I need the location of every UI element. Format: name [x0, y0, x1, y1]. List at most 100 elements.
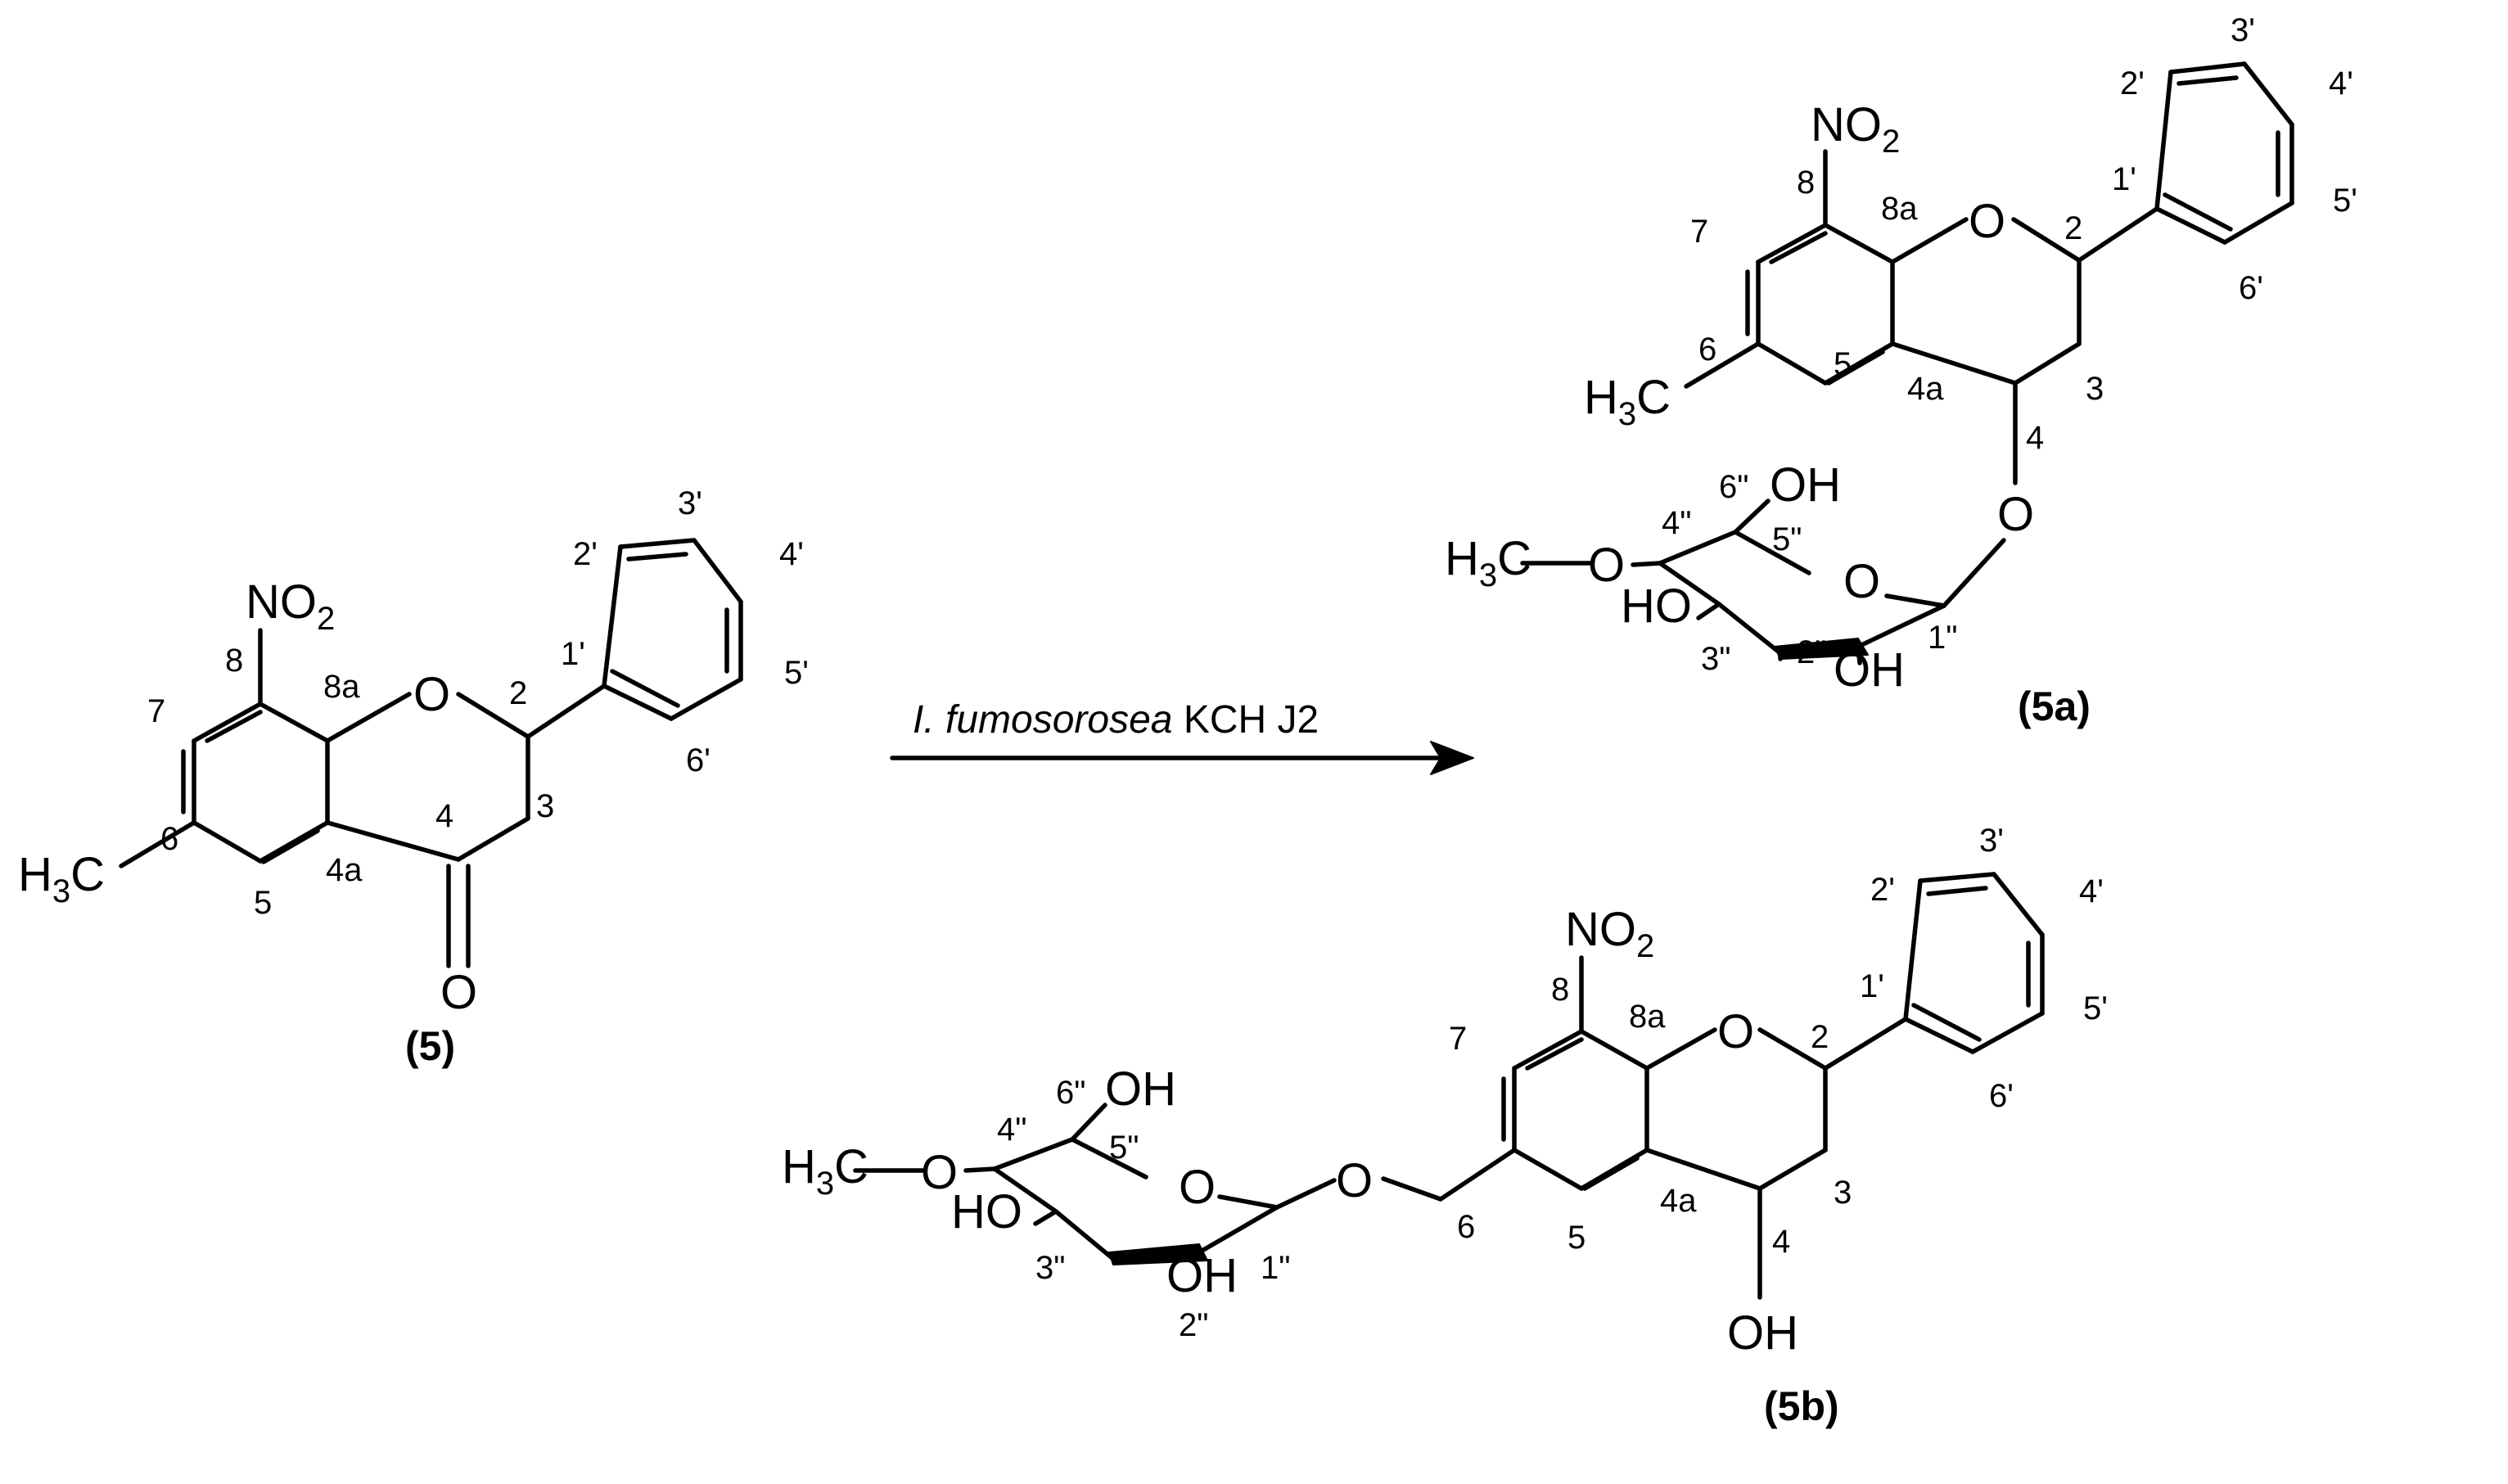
- locant-4: 4: [2026, 420, 2044, 456]
- nitro-group-label: NO2: [246, 575, 335, 637]
- product-a-bonds: [1520, 61, 2294, 665]
- locant-2pp: 2": [1179, 1307, 1208, 1343]
- hydroxyl-4-label: OH: [1727, 1306, 1798, 1360]
- glycoside-oxygen-label: O: [1336, 1154, 1373, 1207]
- product-b-locants: 8 8a 7 6 5 4a 4 3 2 1' 2' 3' 4' 5' 6' 6"…: [997, 823, 2108, 1343]
- methyl-group-label: H3C: [18, 848, 105, 909]
- locant-4pp: 4": [997, 1112, 1026, 1148]
- locant-4: 4: [435, 798, 453, 834]
- locant-4p: 4': [2329, 65, 2353, 101]
- locant-5: 5: [254, 885, 272, 921]
- ring-oxygen-label: O: [413, 668, 450, 721]
- locant-2p: 2': [1870, 872, 1895, 908]
- locant-6: 6: [1698, 332, 1716, 368]
- sugar-ring-oxygen-label: O: [1843, 555, 1880, 608]
- nitro-group-label: NO2: [1565, 903, 1654, 964]
- product-a-locants: 8 8a 7 6 5 4a 4 3 2 1' 2' 3' 4' 5' 6' 6"…: [1662, 12, 2357, 677]
- product-b-label: (5b): [1764, 1383, 1839, 1429]
- reaction-arrow: I. fumosorosea KCH J2: [890, 698, 1474, 775]
- substrate-bonds: [119, 538, 743, 968]
- product-b-atom-labels: NO2 O OH O O O H3C OH HO OH: [782, 903, 1798, 1360]
- locant-1pp: 1": [1261, 1250, 1290, 1286]
- methoxy-oxygen-label: O: [921, 1146, 958, 1199]
- locant-4a: 4a: [1660, 1183, 1697, 1219]
- locant-8a: 8a: [1881, 191, 1918, 227]
- locant-2p: 2': [573, 536, 598, 572]
- locant-7: 7: [1690, 214, 1708, 250]
- locant-2: 2: [1811, 1019, 1829, 1055]
- locant-1p: 1': [2112, 161, 2136, 197]
- ring-oxygen-label: O: [1717, 1005, 1754, 1058]
- locant-4p: 4': [2079, 873, 2104, 909]
- nitro-group-label: NO2: [1811, 98, 1900, 160]
- locant-6: 6: [1457, 1209, 1475, 1245]
- locant-6p: 6': [2239, 270, 2263, 306]
- methoxy-methyl-label: H3C: [1445, 532, 1531, 593]
- locant-7: 7: [147, 693, 165, 729]
- locant-2p: 2': [2120, 65, 2145, 101]
- locant-2: 2: [2064, 210, 2082, 246]
- ring-oxygen-label: O: [1969, 195, 2005, 248]
- locant-3: 3: [536, 788, 554, 824]
- locant-3p: 3': [678, 485, 702, 521]
- product-b-bonds: [853, 872, 2045, 1300]
- glycoside-oxygen-label: O: [1997, 488, 2034, 541]
- locant-6p: 6': [1989, 1078, 2014, 1114]
- locant-1pp: 1": [1928, 620, 1957, 656]
- locant-4p: 4': [779, 536, 804, 572]
- locant-3pp: 3": [1035, 1250, 1065, 1286]
- hydroxyl-2pp-label: OH: [1834, 643, 1905, 697]
- locant-5: 5: [1834, 346, 1852, 382]
- locant-8: 8: [225, 643, 243, 679]
- locant-8: 8: [1551, 972, 1569, 1008]
- locant-4: 4: [1772, 1224, 1790, 1260]
- locant-4a: 4a: [326, 852, 363, 888]
- locant-5p: 5': [2083, 990, 2108, 1026]
- locant-6: 6: [160, 821, 178, 857]
- locant-3p: 3': [2231, 12, 2255, 48]
- locant-6p: 6': [686, 742, 710, 778]
- methoxy-oxygen-label: O: [1588, 539, 1625, 592]
- locant-8a: 8a: [1629, 999, 1666, 1035]
- substrate-atom-labels: NO2 O O H3C: [18, 575, 477, 1019]
- locant-2: 2: [509, 675, 527, 711]
- locant-4a: 4a: [1907, 371, 1944, 407]
- locant-5: 5: [1568, 1220, 1586, 1256]
- product-a-structure: NO2 O O O O H3C H3C OH HO OH 8 8a 7 6 5 …: [1445, 12, 2357, 729]
- locant-8: 8: [1797, 165, 1815, 201]
- locant-5p: 5': [784, 655, 809, 691]
- locant-5pp: 5": [1772, 521, 1802, 557]
- product-a-label: (5a): [2018, 683, 2091, 729]
- locant-1p: 1': [561, 636, 585, 672]
- locant-7: 7: [1449, 1021, 1467, 1057]
- sugar-wedge-front: [1108, 1243, 1208, 1265]
- locant-8a: 8a: [323, 669, 360, 705]
- sugar-ring-oxygen-label: O: [1179, 1161, 1216, 1214]
- hydroxyl-6pp-label: OH: [1770, 458, 1841, 512]
- methyl-group-label: H3C: [1584, 371, 1671, 432]
- methoxy-methyl-label: H3C: [782, 1140, 868, 1202]
- locant-5p: 5': [2333, 183, 2357, 219]
- carbonyl-oxygen-label: O: [440, 966, 477, 1019]
- locant-4pp: 4": [1662, 505, 1691, 541]
- locant-3: 3: [2086, 371, 2104, 407]
- substrate-structure: NO2 O O H3C 8 8a 7 6 5 4a 4 3 2 1' 2' 3'…: [18, 485, 809, 1069]
- locant-3pp: 3": [1701, 641, 1730, 677]
- locant-5pp: 5": [1109, 1130, 1139, 1166]
- locant-1p: 1': [1860, 968, 1884, 1004]
- substrate-label: (5): [405, 1023, 455, 1069]
- hydroxyl-3pp-label: HO: [951, 1185, 1022, 1238]
- product-a-atom-labels: NO2 O O O O H3C H3C OH HO OH: [1445, 98, 2034, 697]
- hydroxyl-2pp-label: OH: [1166, 1249, 1238, 1302]
- locant-6pp: 6": [1056, 1075, 1085, 1111]
- arrow-head-icon: [1430, 741, 1474, 775]
- locant-3: 3: [1834, 1175, 1852, 1211]
- substrate-locants: 8 8a 7 6 5 4a 4 3 2 1' 2' 3' 4' 5' 6': [147, 485, 809, 921]
- locant-6pp: 6": [1719, 469, 1748, 505]
- locant-2pp: 2": [1797, 634, 1826, 670]
- reaction-condition: I. fumosorosea KCH J2: [913, 698, 1319, 742]
- hydroxyl-6pp-label: OH: [1105, 1062, 1176, 1116]
- product-b-structure: NO2 O OH O O O H3C OH HO OH 8 8a 7 6 5 4…: [782, 823, 2108, 1429]
- locant-3p: 3': [1979, 823, 2004, 859]
